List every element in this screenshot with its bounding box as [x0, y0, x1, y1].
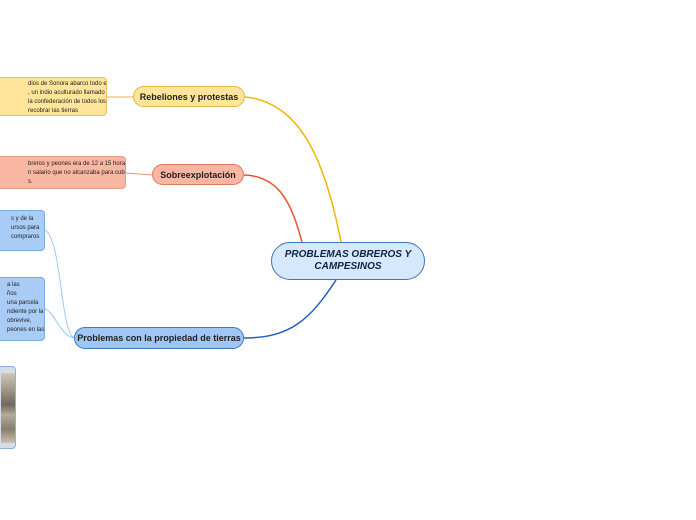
- note-propiedad-1[interactable]: s y de la ursos para compraros: [0, 210, 45, 251]
- note-line: n salario que no alcanzaba para cubrir s…: [28, 169, 126, 178]
- link-propiedad: [244, 280, 336, 338]
- note-line: s y de la: [11, 215, 39, 224]
- note-line: ursos para: [11, 224, 39, 233]
- topic-rebeliones[interactable]: Rebeliones y protestas: [133, 86, 245, 107]
- note-propiedad-2[interactable]: a las ños una parcela ndiente por la obr…: [0, 277, 45, 341]
- link-note-prop-1: [45, 230, 74, 338]
- note-line: una parcela: [7, 299, 44, 308]
- historic-photo: [1, 373, 15, 443]
- note-line: peones en las: [7, 326, 44, 335]
- note-line: recobrar las tierras: [28, 107, 107, 116]
- note-line: ños: [7, 290, 44, 299]
- topic-sobreexplotacion-label: Sobreexplotación: [160, 170, 236, 180]
- note-line: breros y peones era de 12 a 15 horas: [28, 160, 126, 169]
- note-sobreexplotacion[interactable]: breros y peones era de 12 a 15 horas n s…: [0, 156, 126, 189]
- note-line: , un indio aculturado llamado: [28, 89, 107, 98]
- note-line: ndiente por la: [7, 308, 44, 317]
- note-line: compraros: [11, 233, 39, 242]
- note-line: a las: [7, 281, 44, 290]
- link-rebeliones: [245, 97, 341, 242]
- central-topic-line2: CAMPESINOS: [285, 261, 412, 273]
- note-line: s.: [28, 178, 126, 187]
- central-topic-line1: PROBLEMAS OBREROS Y: [285, 249, 412, 261]
- note-line: dios de Sonora abarco todo el: [28, 80, 107, 89]
- note-line: la confederación de todos los: [28, 98, 107, 107]
- topic-rebeliones-label: Rebeliones y protestas: [140, 92, 239, 102]
- link-note-prop-2: [45, 309, 74, 338]
- link-note-sobre: [126, 173, 152, 175]
- topic-propiedad-label: Problemas con la propiedad de tierras: [77, 333, 241, 343]
- image-attachment[interactable]: [0, 366, 16, 449]
- link-sobreexplotacion: [244, 175, 302, 242]
- topic-sobreexplotacion[interactable]: Sobreexplotación: [152, 164, 244, 185]
- note-line: obrevive,: [7, 317, 44, 326]
- topic-propiedad-tierras[interactable]: Problemas con la propiedad de tierras: [74, 327, 244, 349]
- note-rebeliones[interactable]: dios de Sonora abarco todo el , un indio…: [0, 77, 107, 116]
- central-topic[interactable]: PROBLEMAS OBREROS Y CAMPESINOS: [271, 242, 425, 280]
